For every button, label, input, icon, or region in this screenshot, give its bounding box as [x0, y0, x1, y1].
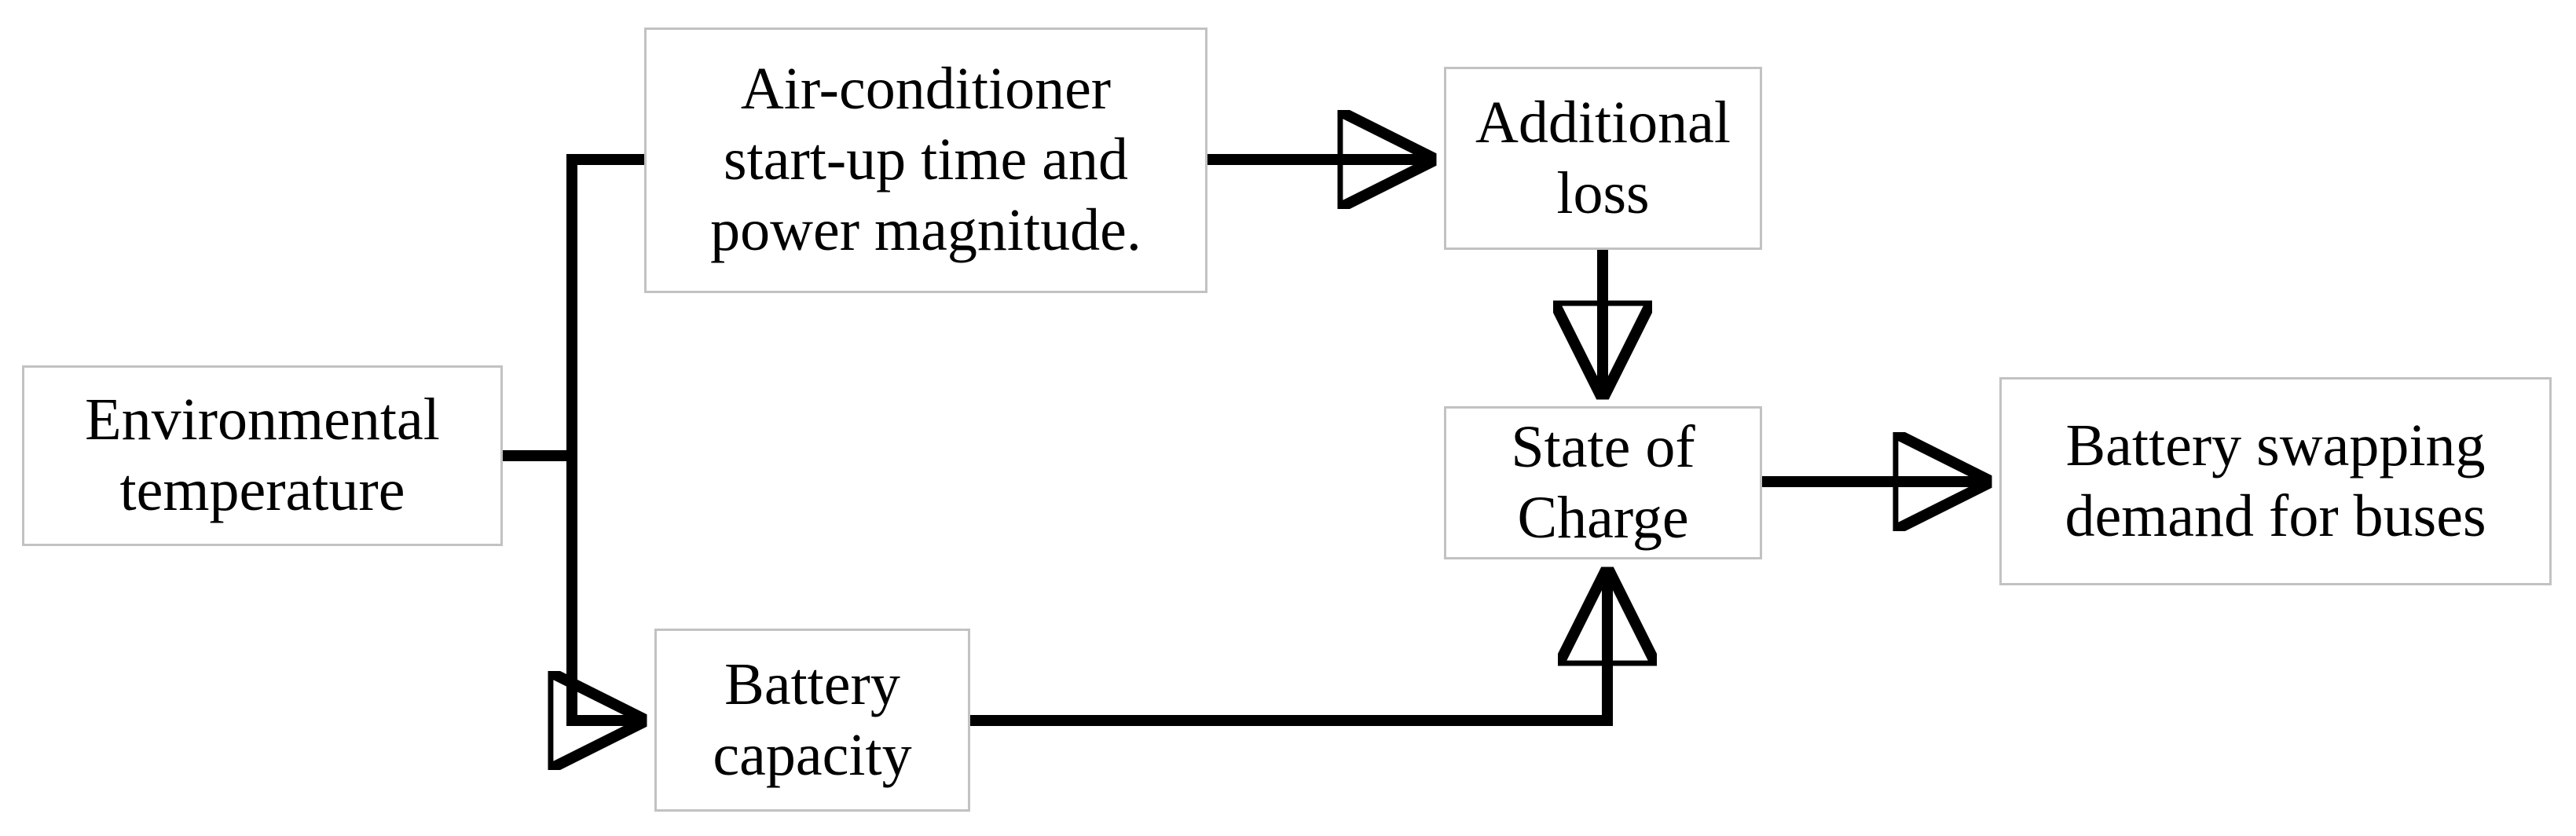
- node-label-line: demand for buses: [2065, 482, 2486, 549]
- node-environmental-temperature[interactable]: Environmental temperature: [22, 365, 503, 546]
- node-battery-swapping-demand[interactable]: Battery swapping demand for buses: [1999, 377, 2552, 585]
- node-label-line: capacity: [713, 721, 912, 788]
- node-label-line: Charge: [1517, 484, 1689, 551]
- node-label-line: Environmental: [85, 387, 440, 453]
- node-label-line: Additional: [1475, 89, 1731, 156]
- edge-batterycapacity-to-soc: [970, 574, 1607, 726]
- node-label-line: power magnitude.: [710, 196, 1141, 263]
- node-label-line: start-up time and: [724, 126, 1128, 193]
- edge-temp-to-batterycapacity: [572, 456, 640, 720]
- node-label-line: State of: [1511, 413, 1695, 480]
- node-air-conditioner[interactable]: Air-conditioner start-up time and power …: [644, 28, 1207, 293]
- node-label-line: loss: [1556, 160, 1650, 226]
- node-label-line: Battery: [724, 651, 900, 717]
- node-label-line: Battery swapping: [2065, 412, 2486, 478]
- node-label-line: Air-conditioner: [740, 56, 1112, 123]
- node-state-of-charge[interactable]: State of Charge: [1444, 406, 1762, 559]
- node-additional-loss[interactable]: Additional loss: [1444, 67, 1762, 250]
- node-label-line: temperature: [119, 457, 405, 523]
- node-battery-capacity[interactable]: Battery capacity: [654, 629, 970, 812]
